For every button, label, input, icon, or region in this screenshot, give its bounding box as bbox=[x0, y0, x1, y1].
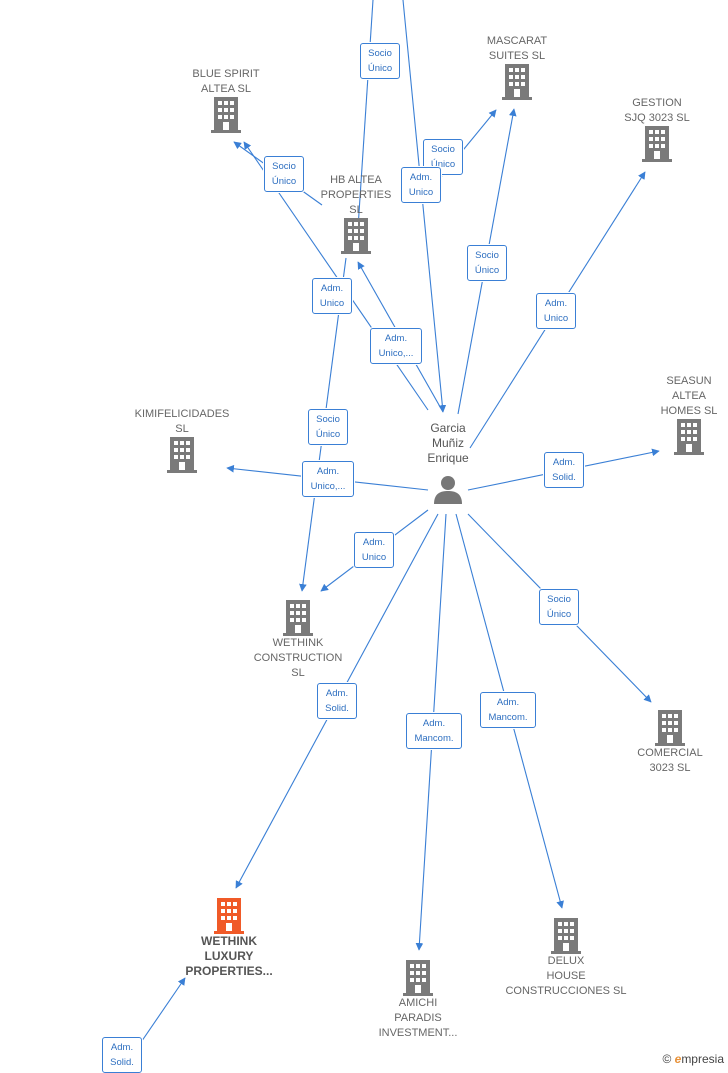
node-label: HB ALTEA PROPERTIES SL bbox=[320, 174, 392, 216]
node-label: WETHINK LUXURY PROPERTIES... bbox=[185, 934, 273, 978]
edge-label[interactable]: Socio Único bbox=[308, 409, 348, 445]
brand-footer: © empresia bbox=[662, 1052, 724, 1066]
building-icon bbox=[214, 898, 244, 934]
node-seasun[interactable]: SEASUN ALTEA HOMES SL bbox=[644, 374, 728, 455]
connector-line bbox=[354, 0, 374, 229]
copyright-icon: © bbox=[662, 1052, 672, 1066]
node-wethink-luxury[interactable]: WETHINK LUXURY PROPERTIES... bbox=[171, 898, 287, 979]
edge-label[interactable]: Socio Único bbox=[539, 589, 579, 625]
node-blue-spirit[interactable]: BLUE SPIRIT ALTEA SL bbox=[176, 67, 276, 133]
edge-label[interactable]: Adm. Unico,... bbox=[370, 328, 422, 364]
edge-label[interactable]: Socio Único bbox=[264, 156, 304, 192]
node-label: DELUX HOUSE CONSTRUCCIONES SL bbox=[505, 955, 627, 997]
node-label: WETHINK CONSTRUCTION SL bbox=[253, 637, 343, 679]
node-label: AMICHI PARADIS INVESTMENT... bbox=[378, 997, 458, 1039]
node-label: BLUE SPIRIT ALTEA SL bbox=[192, 68, 260, 95]
building-icon bbox=[167, 437, 197, 473]
node-gestion[interactable]: GESTION SJQ 3023 SL bbox=[607, 96, 707, 162]
edge-label[interactable]: Adm. Unico bbox=[312, 278, 352, 314]
node-label: GESTION SJQ 3023 SL bbox=[624, 97, 690, 124]
building-icon bbox=[283, 600, 313, 636]
edge-label[interactable]: Adm. Unico bbox=[536, 293, 576, 329]
node-wethink-construction[interactable]: WETHINK CONSTRUCTION SL bbox=[240, 600, 356, 681]
building-icon bbox=[642, 126, 672, 162]
person-icon bbox=[434, 476, 462, 504]
node-label: KIMIFELICIDADES SL bbox=[134, 408, 230, 435]
node-kimifelicidades[interactable]: KIMIFELICIDADES SL bbox=[124, 407, 240, 473]
node-mascarat[interactable]: MASCARAT SUITES SL bbox=[467, 34, 567, 100]
building-icon bbox=[502, 64, 532, 100]
edge-label[interactable]: Adm. Solid. bbox=[102, 1037, 142, 1073]
connector-line bbox=[402, 0, 447, 413]
edge-label[interactable]: Socio Único bbox=[360, 43, 400, 79]
node-comercial[interactable]: COMERCIAL 3023 SL bbox=[620, 710, 720, 776]
person-name: Garcia Muñiz Enrique bbox=[427, 421, 469, 465]
building-icon bbox=[341, 218, 371, 254]
person-node[interactable]: Garcia Muñiz Enrique bbox=[410, 421, 486, 504]
building-icon bbox=[655, 710, 685, 746]
node-hb-altea[interactable]: HB ALTEA PROPERTIES SL bbox=[306, 173, 406, 254]
node-label: COMERCIAL 3023 SL bbox=[637, 747, 703, 774]
node-label: MASCARAT SUITES SL bbox=[486, 35, 548, 62]
edge-label[interactable]: Adm. Solid. bbox=[317, 683, 357, 719]
brand-logo-text: mpresia bbox=[681, 1052, 724, 1066]
edge-label[interactable]: Adm. Mancom. bbox=[406, 713, 462, 749]
node-delux[interactable]: DELUX HOUSE CONSTRUCCIONES SL bbox=[496, 918, 636, 999]
building-icon bbox=[674, 419, 704, 455]
edge-label[interactable]: Socio Único bbox=[467, 245, 507, 281]
building-icon bbox=[211, 97, 241, 133]
edge-label[interactable]: Adm. Unico bbox=[354, 532, 394, 568]
building-icon bbox=[551, 918, 581, 954]
edge-label[interactable]: Adm. Mancom. bbox=[480, 692, 536, 728]
edge-label[interactable]: Adm. Unico bbox=[401, 167, 441, 203]
building-icon bbox=[403, 960, 433, 996]
node-label: SEASUN ALTEA HOMES SL bbox=[660, 375, 718, 417]
edge-label[interactable]: Adm. Unico,... bbox=[302, 461, 354, 497]
edge-label[interactable]: Adm. Solid. bbox=[544, 452, 584, 488]
brand-logo-initial: e bbox=[674, 1052, 682, 1066]
node-amichi[interactable]: AMICHI PARADIS INVESTMENT... bbox=[360, 960, 476, 1041]
